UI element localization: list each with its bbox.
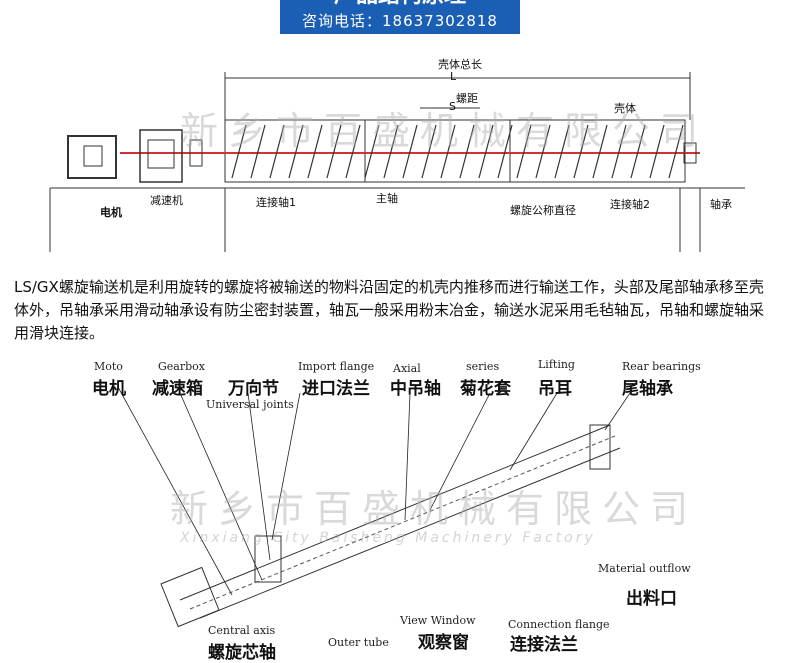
screw-flight bbox=[497, 124, 513, 179]
label-zh-central: 螺旋芯轴 bbox=[208, 643, 276, 663]
screw-flight bbox=[326, 124, 342, 179]
label-reducer: 减速机 bbox=[150, 194, 183, 207]
label-diameter: 螺旋公称直径 bbox=[510, 204, 576, 217]
label-zh-series: 菊花套 bbox=[460, 379, 511, 399]
label-en-outflow: Material outflow bbox=[598, 562, 691, 575]
label-zh-import: 进口法兰 bbox=[302, 379, 370, 399]
screw-flight bbox=[250, 124, 266, 179]
label-en-axial: Axial bbox=[393, 362, 421, 375]
screw-flight bbox=[554, 124, 570, 179]
screw-flight bbox=[345, 124, 361, 179]
screw-flight bbox=[231, 124, 247, 179]
label-en-rear: Rear bearings bbox=[622, 360, 701, 373]
label-motor: 电机 bbox=[100, 206, 122, 219]
label-zh-rear: 尾轴承 bbox=[622, 379, 673, 399]
label-en-universal: Universal joints bbox=[206, 398, 294, 411]
label-S: S bbox=[449, 100, 456, 113]
label-en-central: Central axis bbox=[208, 624, 276, 637]
screw-flight bbox=[440, 124, 456, 179]
label-shaft1: 连接轴1 bbox=[256, 196, 296, 209]
screw-flight bbox=[478, 124, 494, 179]
label-en-import: Import flange bbox=[298, 360, 375, 373]
screw-flight bbox=[630, 124, 646, 179]
label-shell: 壳体 bbox=[614, 102, 636, 115]
contact-phone: 咨询电话：18637302818 bbox=[280, 8, 520, 34]
label-zh-axial: 中吊轴 bbox=[390, 379, 441, 399]
screw-flight bbox=[364, 124, 380, 179]
screw-flight bbox=[573, 124, 589, 179]
label-zh-connection: 连接法兰 bbox=[510, 635, 578, 655]
label-total-length: 壳体总长 bbox=[438, 58, 482, 71]
watermark-top: 新乡市百盛机械有限公司 bbox=[180, 109, 709, 153]
screw-flight bbox=[535, 124, 551, 179]
product-description: LS/GX螺旋输送机是利用旋转的螺旋将被输送的物料沿固定的机壳内推移而进行输送工… bbox=[14, 278, 765, 342]
screw-flight bbox=[307, 124, 323, 179]
label-zh-universal: 万向节 bbox=[228, 379, 279, 399]
screw-flight bbox=[269, 124, 285, 179]
watermark-bottom-en: Xinxiang City Baisheng Machinery Factory bbox=[180, 530, 596, 546]
label-en-lifting: Lifting bbox=[538, 358, 575, 371]
label-zh-moto: 电机 bbox=[92, 379, 126, 399]
screw-flight bbox=[516, 124, 532, 179]
screw-flight bbox=[649, 124, 665, 179]
label-en-series: series bbox=[466, 360, 500, 373]
screw-flight bbox=[421, 124, 437, 179]
screw-flight bbox=[668, 124, 684, 179]
label-en-moto: Moto bbox=[94, 360, 123, 373]
label-zh-window: 观察窗 bbox=[418, 633, 469, 653]
label-pitch: 螺距 bbox=[456, 92, 478, 105]
screw-flight bbox=[459, 124, 475, 179]
label-main-shaft: 主轴 bbox=[376, 192, 398, 205]
screw-flight bbox=[383, 124, 399, 179]
section-title: 产品结构原理 bbox=[280, 0, 520, 8]
label-shaft2: 连接轴2 bbox=[610, 198, 650, 211]
label-zh-lifting: 吊耳 bbox=[538, 379, 572, 399]
screw-flight bbox=[611, 124, 627, 179]
screw-flight bbox=[402, 124, 418, 179]
label-zh-gearbox: 减速箱 bbox=[152, 379, 203, 399]
top-structure-diagram bbox=[49, 72, 745, 252]
label-en-gearbox: Gearbox bbox=[158, 360, 205, 373]
label-L: L bbox=[450, 70, 457, 83]
label-bearing: 轴承 bbox=[710, 198, 732, 211]
label-en-outer: Outer tube bbox=[328, 636, 389, 649]
screw-flight bbox=[592, 124, 608, 179]
screw-flight bbox=[288, 124, 304, 179]
watermark-bottom: 新乡市百盛机械有限公司 bbox=[170, 487, 699, 531]
label-en-connection: Connection flange bbox=[508, 618, 610, 631]
label-zh-outflow: 出料口 bbox=[626, 589, 677, 609]
label-en-window: View Window bbox=[400, 614, 476, 627]
